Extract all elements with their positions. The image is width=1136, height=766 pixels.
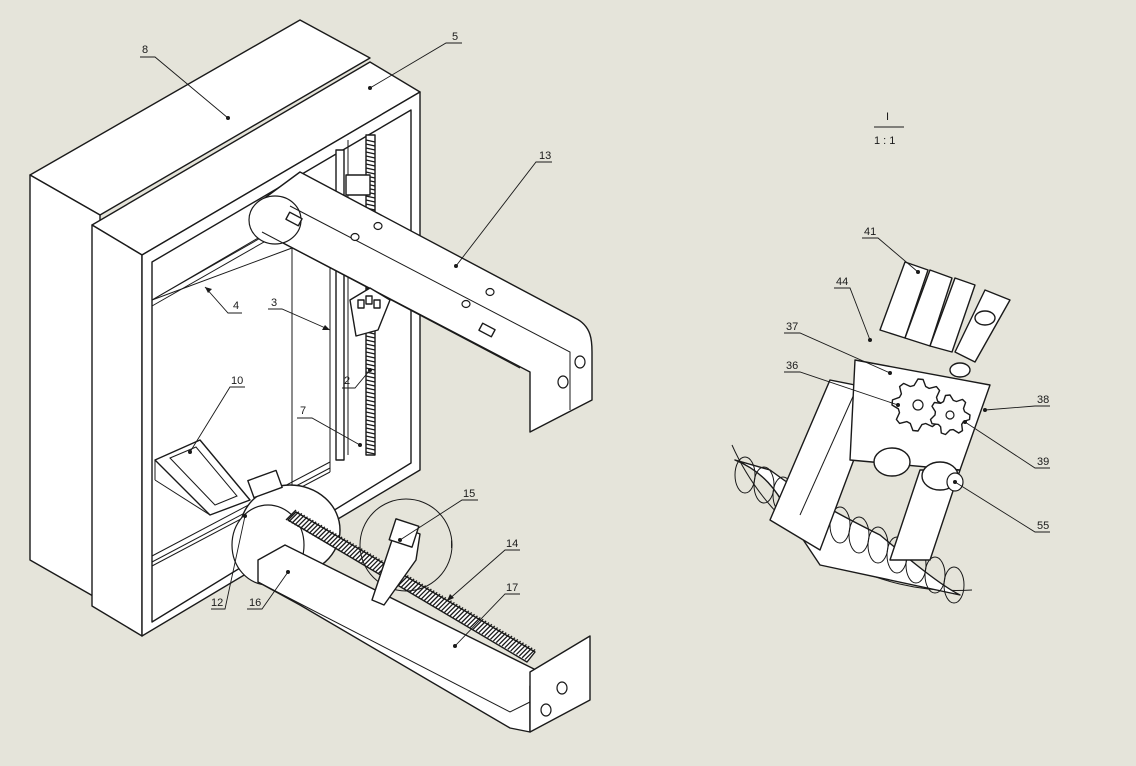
bottom-beam <box>231 469 591 733</box>
callout-16: 16 <box>249 597 261 609</box>
callout-5: 5 <box>452 31 458 43</box>
callout-41: 41 <box>864 226 876 238</box>
callout-17: 17 <box>506 582 518 594</box>
callout-4: 4 <box>233 300 239 312</box>
callout-38: 38 <box>1037 394 1049 406</box>
callout-detail-I: I <box>450 539 453 551</box>
callout-37: 37 <box>786 321 798 333</box>
hopper-10 <box>154 439 251 516</box>
callout-55: 55 <box>1037 520 1049 532</box>
callouts: 8 5 13 4 3 2 10 7 15 I 14 17 12 <box>140 31 1050 648</box>
callout-8: 8 <box>142 44 148 56</box>
vertical-carriage <box>345 174 391 337</box>
detail-view: I 1 : 1 <box>731 111 1011 604</box>
top-beam <box>248 171 593 433</box>
callout-7: 7 <box>300 405 306 417</box>
detail-circle-I <box>359 498 453 592</box>
callout-14: 14 <box>506 538 518 550</box>
detail-view-title: I <box>886 111 889 123</box>
callout-3: 3 <box>271 297 277 309</box>
callout-13: 13 <box>539 150 551 162</box>
callout-12: 12 <box>211 597 223 609</box>
top-beam-plate <box>261 171 593 433</box>
callout-15: 15 <box>463 488 475 500</box>
frame-back-side <box>29 174 101 601</box>
clamp-15 <box>359 498 453 606</box>
callout-2: 2 <box>344 375 350 387</box>
detail-view-scale: 1 : 1 <box>874 135 895 147</box>
detail-fingers-41 <box>879 261 1011 378</box>
callout-39: 39 <box>1037 456 1049 468</box>
bottom-rail <box>151 461 331 557</box>
callout-44: 44 <box>836 276 848 288</box>
callout-36: 36 <box>786 360 798 372</box>
callout-10: 10 <box>231 375 243 387</box>
detail-gear-39 <box>891 378 971 436</box>
frame-front-left-side <box>91 224 143 637</box>
detail-nut-left <box>873 447 911 477</box>
